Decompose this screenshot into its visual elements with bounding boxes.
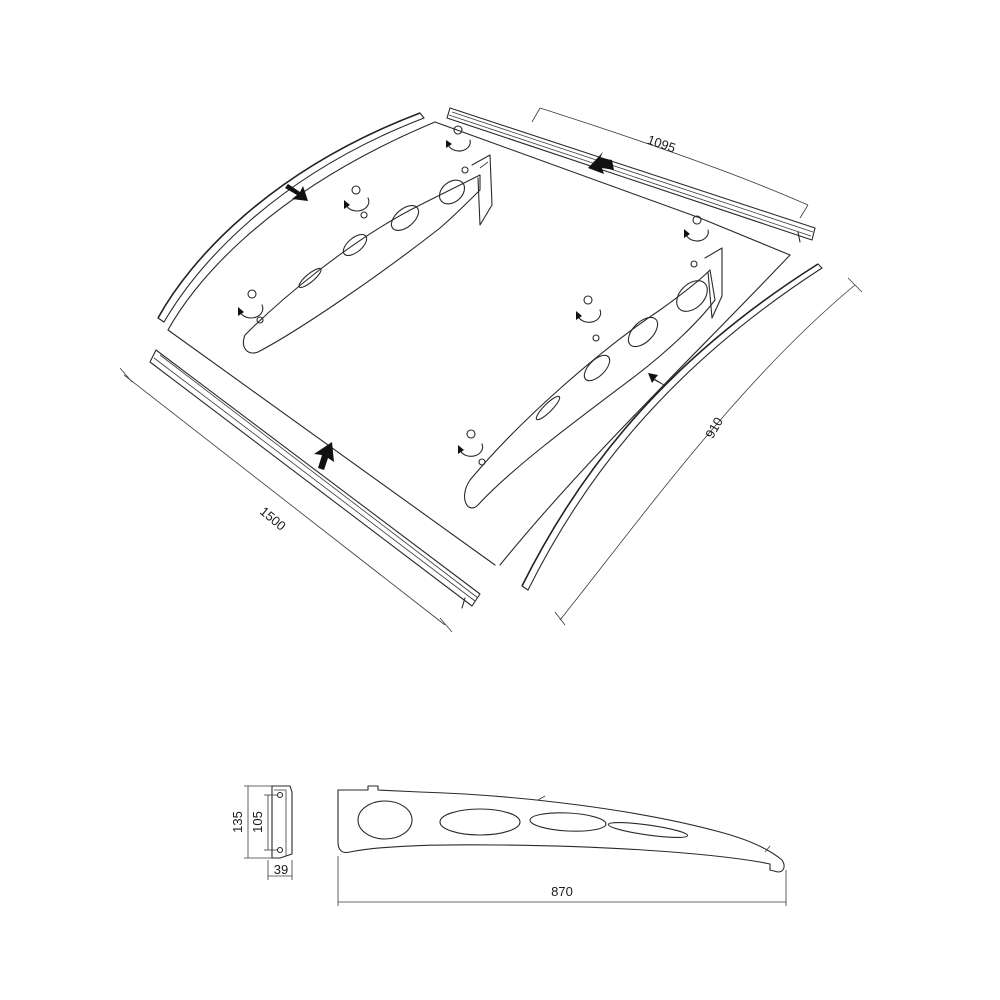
top-wall-rail — [446, 107, 816, 243]
screw-icon — [256, 316, 264, 324]
bracket-height-outer-label: 135 — [230, 811, 245, 833]
screw-icon — [344, 185, 370, 212]
top-length-label: 1095 — [645, 132, 677, 156]
bracket-cutout — [342, 233, 368, 257]
bracket-cutout — [357, 800, 413, 840]
left-bracket — [242, 154, 493, 354]
bracket-end-view: 135 105 39 — [230, 785, 293, 880]
bracket-cutout — [298, 267, 322, 289]
right-side-profile — [521, 263, 823, 591]
arrow-icon — [648, 373, 665, 386]
bracket-cutout — [583, 354, 611, 382]
bracket-side-view: 870 — [337, 785, 787, 906]
top-dimension: 1095 — [531, 107, 809, 219]
screw-icon — [360, 211, 368, 219]
bracket-cutout — [676, 280, 708, 312]
depth-dimension: 910 — [554, 277, 863, 626]
screw-icon — [684, 215, 709, 242]
right-bracket — [464, 247, 723, 509]
screw-icon — [446, 125, 471, 152]
bracket-cutout — [438, 179, 466, 205]
arrow-icon — [285, 184, 308, 201]
bracket-cutout — [390, 205, 420, 231]
screw-icon — [592, 334, 600, 342]
bracket-length-label: 870 — [551, 884, 573, 899]
canopy-panel — [167, 121, 791, 566]
screw-icon — [690, 260, 698, 268]
arrow-icon — [314, 442, 334, 470]
front-dimension: 1500 — [119, 367, 453, 633]
screw-icon — [576, 295, 602, 323]
screw-icon — [238, 289, 264, 319]
screw-icon — [458, 429, 484, 457]
bracket-height-inner-label: 105 — [250, 811, 265, 833]
screw-icon — [478, 458, 486, 466]
bracket-cutout — [535, 395, 561, 421]
arrow-icon — [588, 152, 614, 174]
bracket-cutout — [529, 812, 607, 832]
left-side-profile — [157, 112, 425, 323]
bracket-cutout — [439, 808, 521, 836]
bracket-width-label: 39 — [274, 862, 288, 877]
bracket-cutout — [607, 821, 689, 839]
front-length-label: 1500 — [257, 504, 289, 534]
bracket-cutout — [627, 316, 659, 348]
screw-icon — [461, 166, 469, 174]
front-gutter-rail — [149, 349, 481, 609]
